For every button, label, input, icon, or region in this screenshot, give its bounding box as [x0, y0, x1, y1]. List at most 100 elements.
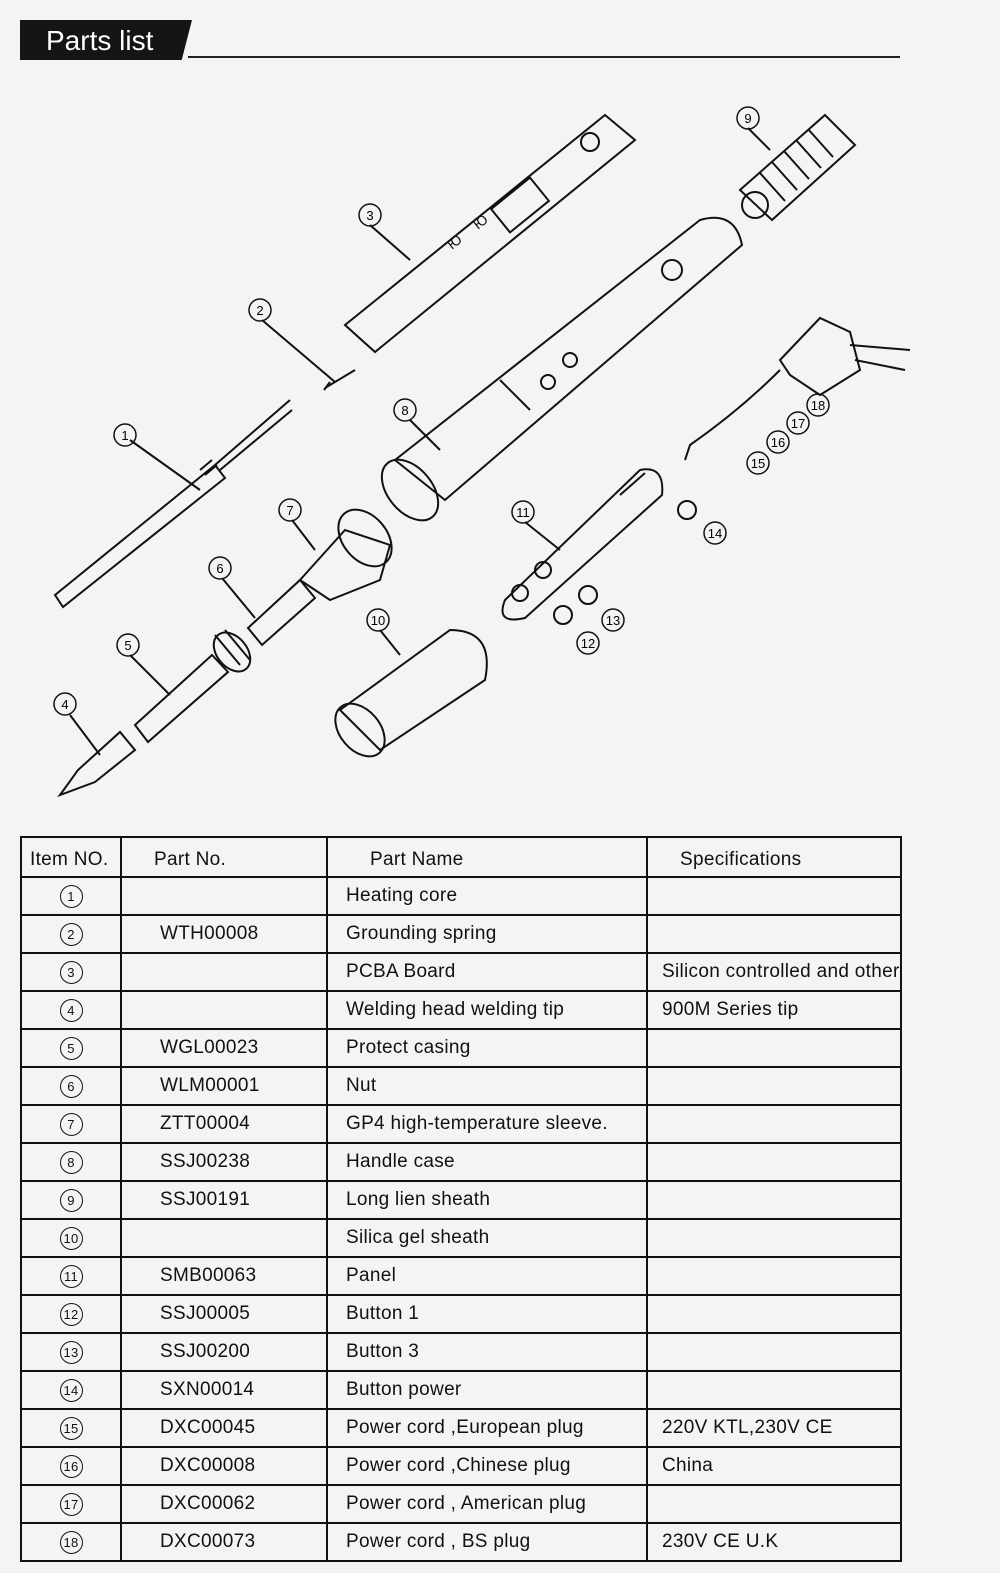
heating-core-part: [53, 399, 293, 609]
part-name-cell: Silica gel sheath: [326, 1218, 648, 1258]
part-name-cell: Long lien sheath: [326, 1180, 648, 1220]
svg-text:17: 17: [791, 416, 805, 431]
table-row: 10 Silica gel sheath: [20, 1218, 902, 1258]
part-name-cell: Button 1: [326, 1294, 648, 1334]
part-no-cell: [120, 876, 328, 916]
callout-18: 18: [806, 393, 830, 417]
item-no-cell: 8: [20, 1142, 122, 1182]
part-no-cell: WGL00023: [120, 1028, 328, 1068]
part-name-cell: Panel: [326, 1256, 648, 1296]
button-1-part: [553, 605, 573, 625]
item-number-badge: 2: [59, 922, 83, 946]
part-no-cell: [120, 990, 328, 1030]
part-no-cell: SSJ00238: [120, 1142, 328, 1182]
svg-text:16: 16: [771, 435, 785, 450]
spec-cell: [646, 1142, 902, 1182]
part-no-cell: DXC00062: [120, 1484, 328, 1524]
silica-sheath-part: [334, 628, 488, 758]
item-number-badge: 9: [59, 1188, 83, 1212]
table-row: 1 Heating core: [20, 876, 902, 916]
item-number-badge: 5: [59, 1036, 83, 1060]
header-part-no: Part No.: [120, 836, 328, 878]
nut-part: [212, 629, 252, 673]
item-no-cell: 16: [20, 1446, 122, 1486]
item-number-badge: 15: [59, 1416, 83, 1440]
svg-text:14: 14: [708, 526, 722, 541]
panel-part: [501, 468, 664, 621]
item-no-cell: 5: [20, 1028, 122, 1068]
item-number-badge: 8: [59, 1150, 83, 1174]
spec-cell: [646, 1028, 902, 1068]
svg-text:1: 1: [121, 428, 128, 443]
callout-labels: 1 2 3 4 5 6 7 8 9 10 11 12 13 14 15 16 1…: [53, 106, 830, 716]
handle-case-part: [380, 216, 744, 522]
part-name-cell: PCBA Board: [326, 952, 648, 992]
part-no-cell: [120, 1218, 328, 1258]
part-no-cell: WTH00008: [120, 914, 328, 954]
page-title: Parts list: [20, 20, 192, 60]
spec-cell: 900M Series tip: [646, 990, 902, 1030]
callout-11: 11: [511, 500, 535, 524]
spec-cell: [646, 1066, 902, 1106]
part-name-cell: Button 3: [326, 1332, 648, 1372]
item-number-badge: 17: [59, 1492, 83, 1516]
item-no-cell: 1: [20, 876, 122, 916]
title-rule: [188, 56, 900, 58]
svg-text:18: 18: [811, 398, 825, 413]
item-no-cell: 2: [20, 914, 122, 954]
part-name-cell: Button power: [326, 1370, 648, 1410]
svg-text:9: 9: [744, 111, 751, 126]
spec-cell: [646, 1218, 902, 1258]
part-no-cell: SMB00063: [120, 1256, 328, 1296]
item-no-cell: 7: [20, 1104, 122, 1144]
callout-5: 5: [116, 633, 140, 657]
spec-cell: [646, 1370, 902, 1410]
svg-text:7: 7: [286, 503, 293, 518]
part-name-cell: Heating core: [326, 876, 648, 916]
svg-text:13: 13: [606, 613, 620, 628]
spec-cell: Silicon controlled and other parts: [646, 952, 902, 992]
part-no-cell: SSJ00200: [120, 1332, 328, 1372]
spec-cell: [646, 876, 902, 916]
callout-12: 12: [576, 631, 600, 655]
callout-15: 15: [746, 451, 770, 475]
long-sheath-part: [738, 113, 857, 222]
callout-10: 10: [366, 608, 390, 632]
callout-17: 17: [786, 411, 810, 435]
part-name-cell: Grounding spring: [326, 914, 648, 954]
item-number-badge: 13: [59, 1340, 83, 1364]
header-item-no: Item NO.: [20, 836, 122, 878]
part-name-cell: Welding head welding tip: [326, 990, 648, 1030]
svg-text:Ю: Ю: [444, 231, 465, 252]
svg-text:5: 5: [124, 638, 131, 653]
part-no-cell: DXC00073: [120, 1522, 328, 1562]
callout-3: 3: [358, 203, 382, 227]
grounding-spring-part: [323, 369, 356, 391]
part-no-cell: DXC00008: [120, 1446, 328, 1486]
svg-text:12: 12: [581, 636, 595, 651]
part-no-cell: SSJ00191: [120, 1180, 328, 1220]
part-no-cell: ZTT00004: [120, 1104, 328, 1144]
item-number-badge: 10: [59, 1226, 83, 1250]
diagram-svg: Ю Ю: [53, 106, 911, 798]
parts-table: Item NO. Part No. Part Name Specificatio…: [20, 836, 902, 1562]
part-name-cell: Nut: [326, 1066, 648, 1106]
item-no-cell: 13: [20, 1332, 122, 1372]
exploded-parts-diagram: Ю Ю: [0, 70, 1000, 820]
svg-text:15: 15: [751, 456, 765, 471]
callout-13: 13: [601, 608, 625, 632]
part-no-cell: SSJ00005: [120, 1294, 328, 1334]
svg-text:3: 3: [366, 208, 373, 223]
item-no-cell: 17: [20, 1484, 122, 1524]
item-no-cell: 3: [20, 952, 122, 992]
